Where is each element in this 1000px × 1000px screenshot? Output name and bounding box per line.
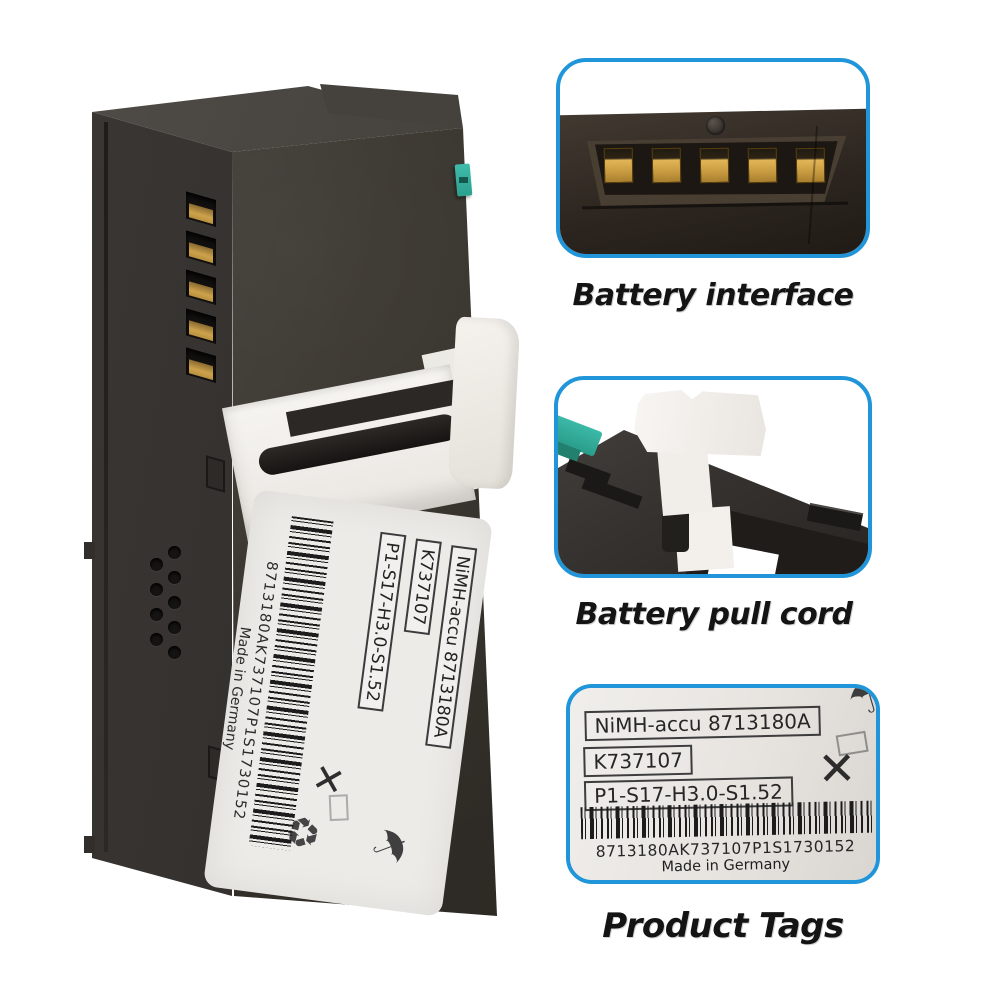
battery-contact-slots [186, 191, 218, 400]
umbrella-icon: ☂ [841, 684, 880, 730]
pull-strap-middle [657, 445, 713, 517]
gold-contact [795, 147, 826, 184]
no-trash-cross-icon: ✕ [817, 740, 857, 796]
barcode [580, 800, 874, 840]
vent-hole [150, 608, 163, 621]
gold-contact [189, 281, 213, 303]
vent-hole [150, 583, 163, 596]
caption-battery-pull-cord: Battery pull cord [575, 597, 853, 632]
battery-side-ridge [104, 122, 108, 852]
contact-slot [186, 230, 216, 267]
screw [706, 116, 725, 135]
label-spec-line: P1-S17-H3.0-S1.52 [357, 531, 407, 713]
teal-clip-slot [459, 177, 468, 183]
contact-slot [186, 347, 216, 384]
side-latch [206, 455, 225, 493]
label-code-line: K737107 [403, 538, 442, 636]
gold-contact [189, 203, 213, 225]
gold-contact [603, 147, 634, 184]
label-closeup: NiMH-accu 8713180A K737107 P1-S17-H3.0-S… [570, 684, 880, 880]
vent-hole [168, 646, 181, 659]
vent-hole [150, 633, 163, 646]
contact-slot [186, 269, 216, 306]
caption-product-tags: Product Tags [602, 906, 844, 946]
pull-strap-flap [634, 390, 766, 456]
pull-strap-flap [447, 316, 521, 490]
gold-contact [189, 359, 213, 381]
gold-contact [699, 147, 730, 184]
callout-battery-interface [556, 58, 870, 258]
gold-contact [189, 320, 213, 342]
umbrella-icon: ☂ [357, 819, 419, 875]
gold-contact [651, 147, 682, 184]
vent-hole [150, 558, 163, 571]
vent-hole [168, 596, 181, 609]
callout-product-tags: NiMH-accu 8713180A K737107 P1-S17-H3.0-S… [566, 684, 880, 884]
vent-hole [168, 571, 181, 584]
caption-battery-interface: Battery interface [572, 278, 854, 313]
label-model-line: NiMH-accu 8713180A [584, 705, 822, 742]
no-trash-cross-icon: ✕ [302, 757, 354, 801]
label-code-line: K737107 [583, 744, 694, 778]
vent-hole [168, 621, 181, 634]
battery-edge-notch [84, 542, 95, 559]
vent-hole [168, 546, 181, 559]
gold-contact [747, 147, 778, 184]
gold-contact [189, 242, 213, 264]
battery-edge-notch [84, 836, 95, 853]
contact-slot [186, 308, 216, 345]
callout-battery-pull-cord [554, 376, 872, 578]
